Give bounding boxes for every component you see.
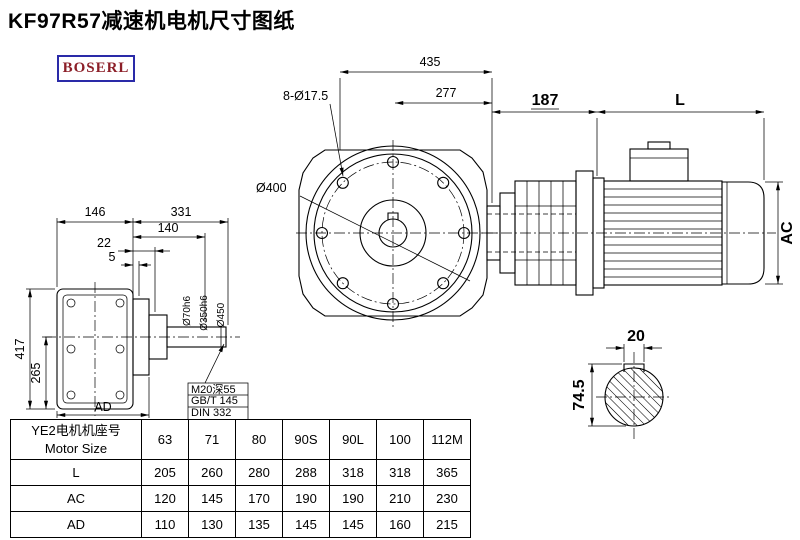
side-view <box>482 141 776 296</box>
dim-417: 417 <box>13 339 27 360</box>
dim-331: 331 <box>171 205 192 219</box>
table-row-AC: AC 120 145 170 190 190 210 230 <box>10 485 471 512</box>
table-cell: 145 <box>282 511 330 538</box>
size-col-header: 90L <box>329 419 377 460</box>
note-din-standard: DIN 332 <box>191 407 231 419</box>
row-label: L <box>10 459 142 486</box>
table-header-row: YE2电机机座号 Motor Size 63 71 80 90S 90L 100… <box>10 419 471 460</box>
dim-146: 146 <box>85 205 106 219</box>
table-cell: 130 <box>188 511 236 538</box>
page-title: KF97R57减速机电机尺寸图纸 <box>8 10 295 33</box>
dim-bolt-circle: Ø400 <box>256 181 287 195</box>
table-cell: 318 <box>329 459 377 486</box>
table-cell: 318 <box>376 459 424 486</box>
shaft-section <box>596 352 672 442</box>
left-view <box>45 282 240 416</box>
table-cell: 288 <box>282 459 330 486</box>
dim-5: 5 <box>109 250 116 264</box>
header-en: Motor Size <box>44 440 108 456</box>
dim-spigot-diameter: Ø350h6 <box>199 295 210 331</box>
motor-size-header-cell: YE2电机机座号 Motor Size <box>10 419 142 460</box>
table-cell: 260 <box>188 459 236 486</box>
dim-bolt-holes: 8-Ø17.5 <box>283 89 328 103</box>
size-col-header: 112M <box>423 419 471 460</box>
dim-140: 140 <box>158 221 179 235</box>
table-cell: 170 <box>235 485 283 512</box>
header-cn: YE2电机机座号 <box>31 422 121 438</box>
table-cell: 280 <box>235 459 283 486</box>
table-cell: 230 <box>423 485 471 512</box>
front-view-dims: 435 277 8-Ø17.5 Ø400 <box>256 55 493 282</box>
dim-motor-diameter: AC <box>779 221 796 245</box>
side-view-dims: 187 L AC <box>492 92 796 285</box>
table-row-L: L 205 260 280 288 318 318 365 <box>10 459 471 486</box>
dim-265: 265 <box>29 363 43 384</box>
size-col-header: 71 <box>188 419 236 460</box>
fan-cowl <box>721 181 765 285</box>
table-cell: 190 <box>282 485 330 512</box>
dim-AD: AD <box>94 400 111 414</box>
table-cell: 135 <box>235 511 283 538</box>
size-col-header: 80 <box>235 419 283 460</box>
table-row-AD: AD 110 130 135 145 145 160 215 <box>10 511 471 538</box>
dim-gearbox-length: 187 <box>532 92 559 109</box>
dim-overall-width: 435 <box>420 55 441 69</box>
brand-logo: BOSERL <box>57 55 135 82</box>
table-cell: 215 <box>423 511 471 538</box>
table-cell: 145 <box>188 485 236 512</box>
motor-size-table: YE2电机机座号 Motor Size 63 71 80 90S 90L 100… <box>10 419 471 538</box>
size-col-header: 90S <box>282 419 330 460</box>
table-cell: 190 <box>329 485 377 512</box>
table-cell: 365 <box>423 459 471 486</box>
dim-inner-width: 277 <box>436 86 457 100</box>
left-view-dims: 146 331 140 22 5 417 265 AD Ø70h6 Ø350h6… <box>13 205 249 421</box>
table-cell: 160 <box>376 511 424 538</box>
note-tap-hole: M20深55 <box>191 383 236 396</box>
dim-shaft-height: 74.5 <box>571 379 588 410</box>
front-view <box>296 140 498 330</box>
row-label: AD <box>10 511 142 538</box>
note-gb-standard: GB/T 145 <box>191 395 238 407</box>
size-col-header: 100 <box>376 419 424 460</box>
size-col-header: 63 <box>141 419 189 460</box>
dim-motor-length: L <box>675 92 685 109</box>
dim-22: 22 <box>97 236 111 250</box>
row-label: AC <box>10 485 142 512</box>
output-shaft <box>166 326 227 348</box>
dim-shaft-diameter: Ø70h6 <box>182 296 193 326</box>
table-cell: 120 <box>141 485 189 512</box>
table-cell: 145 <box>329 511 377 538</box>
table-cell: 205 <box>141 459 189 486</box>
terminal-box <box>629 148 689 182</box>
dim-key-width: 20 <box>627 328 645 345</box>
table-cell: 210 <box>376 485 424 512</box>
dim-flange-diameter: Ø450 <box>216 302 227 327</box>
table-cell: 110 <box>141 511 189 538</box>
